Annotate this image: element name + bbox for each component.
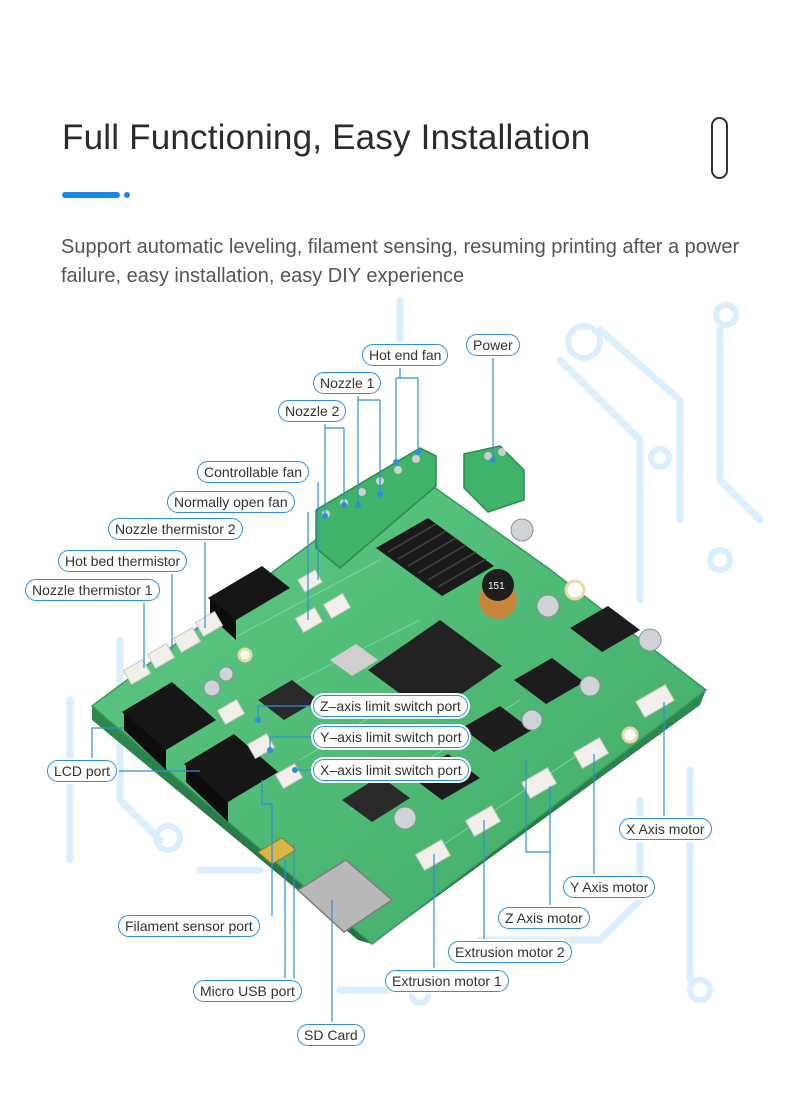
inductor: 151: [479, 569, 517, 619]
label-x-axis-motor: X Axis motor: [619, 818, 712, 840]
label-z-axis-motor: Z Axis motor: [498, 907, 590, 929]
background-circuit-rings: [153, 302, 739, 1006]
label-nozzle-2: Nozzle 2: [278, 400, 347, 422]
label-normally-open-fan: Normally open fan: [167, 491, 295, 513]
page-subtitle: Support automatic leveling, filament sen…: [61, 236, 740, 287]
label-y-axis-motor: Y Axis motor: [563, 876, 656, 898]
label-y-axis-limit-switch-port: Y–axis limit switch port: [313, 726, 469, 748]
label-nozzle-thermistor-2: Nozzle thermistor 2: [108, 518, 243, 540]
main-heatsink: [376, 518, 494, 596]
label-nozzle-1: Nozzle 1: [313, 372, 382, 394]
sd-card-slot: [296, 859, 394, 933]
power-terminal-block: [463, 445, 525, 513]
label-power: Power: [466, 334, 520, 356]
micro-usb-connector: [257, 837, 297, 865]
label-hot-end-fan: Hot end fan: [362, 344, 449, 366]
jst-connectors: [122, 569, 675, 871]
accent-bar: [62, 192, 120, 198]
box-header-connectors: [122, 566, 290, 822]
label-micro-usb-port: Micro USB port: [193, 980, 302, 1002]
label-extrusion-motor-1: Extrusion motor 1: [385, 970, 509, 992]
label-z-axis-limit-switch-port: Z–axis limit switch port: [313, 695, 468, 717]
inductor-marking: 151: [488, 581, 505, 592]
callout-leader-lines: [91, 357, 665, 1024]
label-filament-sensor-port: Filament sensor port: [118, 915, 260, 937]
label-sd-card: SD Card: [297, 1024, 365, 1046]
callout-dots: [255, 449, 496, 773]
label-x-axis-limit-switch-port: X–axis limit switch port: [313, 759, 469, 781]
label-controllable-fan: Controllable fan: [197, 461, 310, 483]
label-extrusion-motor-2: Extrusion motor 2: [448, 941, 572, 963]
accent-dot: [124, 192, 130, 198]
mcu-chip: [368, 620, 502, 716]
capacitors: [203, 518, 662, 830]
label-hot-bed-thermistor: Hot bed thermistor: [58, 550, 188, 572]
page-title: Full Functioning, Easy Installation: [62, 118, 591, 157]
label-lcd-port: LCD port: [47, 760, 118, 782]
label-nozzle-thermistor-1: Nozzle thermistor 1: [25, 579, 160, 601]
scroll-indicator: [711, 117, 728, 179]
small-chip: [258, 644, 410, 822]
